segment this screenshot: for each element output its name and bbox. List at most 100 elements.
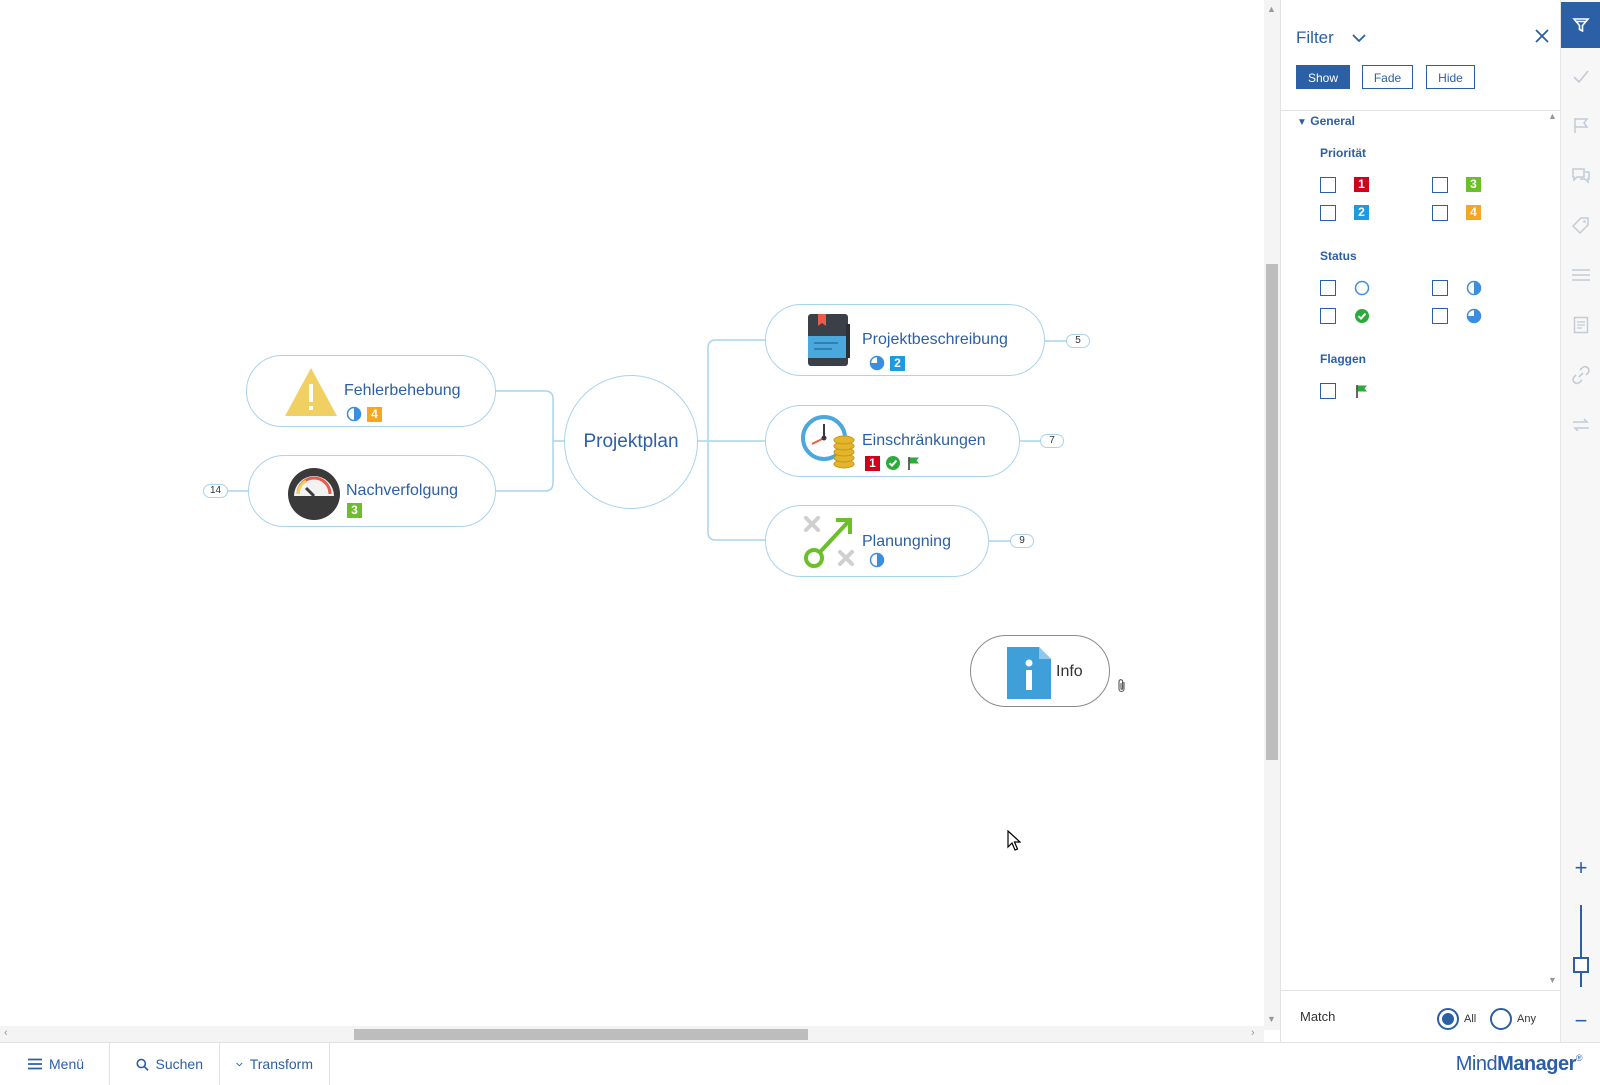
flag-green-icon: [908, 457, 919, 470]
relationship-icon: [1573, 418, 1589, 432]
task-tool-button[interactable]: [1561, 53, 1600, 99]
map-canvas[interactable]: Projektplan Fehlerbehebung 4 Nachverfolg…: [0, 0, 1264, 1040]
comments-tool-button[interactable]: [1561, 152, 1600, 198]
topic-label: Nachverfolgung: [346, 482, 459, 499]
mode-hide-button[interactable]: Hide: [1426, 65, 1475, 89]
notes-icon: [1573, 316, 1589, 334]
status-complete-icon: [1355, 309, 1369, 323]
topic-planungning[interactable]: Planungning: [765, 505, 989, 577]
child-count-badge[interactable]: 9: [1010, 534, 1034, 548]
central-topic[interactable]: Projektplan: [564, 375, 698, 509]
match-any-label: Any: [1517, 1013, 1536, 1025]
filter-panel: Filter Show Fade Hide ▼ General Prioritä…: [1280, 0, 1561, 1042]
status-three-quarter-icon: [869, 355, 885, 371]
topic-projektbeschreibung[interactable]: Projektbeschreibung 2: [765, 304, 1045, 376]
transform-label: Transform: [249, 1056, 313, 1072]
central-topic-label: Projektplan: [583, 431, 679, 452]
menu-label: Menü: [49, 1056, 85, 1072]
mouse-cursor-icon: [1007, 830, 1021, 851]
scroll-down-icon[interactable]: ▼: [1267, 1014, 1276, 1024]
triangle-down-icon: ▼: [1297, 117, 1307, 128]
mode-show-button[interactable]: Show: [1296, 65, 1350, 89]
search-button[interactable]: Suchen: [120, 1043, 220, 1085]
chevron-down-icon[interactable]: [1352, 33, 1366, 43]
scroll-thumb[interactable]: [1266, 264, 1278, 760]
scroll-up-icon[interactable]: ▲: [1548, 111, 1557, 121]
mindmanager-logo: MindManager®: [1455, 1053, 1583, 1075]
filter-header: Filter Show Fade Hide: [1281, 0, 1561, 111]
filter-priority-2-checkbox[interactable]: [1320, 205, 1336, 221]
search-label: Suchen: [155, 1056, 203, 1072]
filter-priority-3-checkbox[interactable]: [1432, 177, 1448, 193]
match-any-radio[interactable]: [1490, 1008, 1512, 1030]
filter-status-empty-checkbox[interactable]: [1320, 280, 1336, 296]
scroll-thumb[interactable]: [354, 1029, 808, 1040]
status-half-icon: [1466, 280, 1482, 296]
warning-icon: [285, 368, 337, 416]
match-all-radio[interactable]: [1437, 1008, 1459, 1030]
child-count-badge[interactable]: 7: [1040, 434, 1064, 448]
match-label: Match: [1300, 1009, 1336, 1024]
tags-tool-button[interactable]: [1561, 202, 1600, 248]
floating-topic-info[interactable]: Info: [970, 635, 1110, 707]
filter-status-half-checkbox[interactable]: [1432, 280, 1448, 296]
scroll-down-icon[interactable]: ▼: [1548, 975, 1557, 985]
filter-flag-green-checkbox[interactable]: [1320, 383, 1336, 399]
zoom-out-button[interactable]: −: [1561, 998, 1600, 1044]
paperclip-icon[interactable]: [1116, 678, 1128, 694]
status-three-quarter-icon: [1466, 308, 1482, 324]
clock-coins-icon: [801, 415, 855, 469]
menu-button[interactable]: Menü: [12, 1043, 110, 1085]
scroll-left-icon[interactable]: ‹: [4, 1027, 8, 1039]
filter-icon: [1572, 18, 1590, 33]
priority-3-icon: 3: [347, 503, 362, 518]
filter-status-complete-checkbox[interactable]: [1320, 308, 1336, 324]
links-tool-button[interactable]: [1561, 352, 1600, 398]
link-icon: [1572, 365, 1590, 385]
topic-label: Projektbeschreibung: [862, 331, 1008, 348]
chevron-down-icon: [236, 1062, 243, 1066]
markers-tool-button[interactable]: [1561, 102, 1600, 148]
canvas-vertical-scrollbar[interactable]: ▲ ▼: [1264, 0, 1280, 1030]
section-general-label: General: [1310, 114, 1355, 128]
zoom-slider-handle[interactable]: [1573, 957, 1589, 973]
bottom-toolbar: Menü Suchen Transform MindManager®: [0, 1042, 1600, 1085]
info-document-icon: [1007, 647, 1051, 699]
close-icon[interactable]: [1535, 29, 1549, 43]
topic-label: Planungning: [862, 533, 951, 550]
canvas-horizontal-scrollbar[interactable]: ‹ ›: [0, 1026, 1264, 1042]
scroll-up-icon[interactable]: ▲: [1267, 4, 1276, 14]
scroll-right-icon[interactable]: ›: [1251, 1027, 1255, 1039]
zoom-slider-track[interactable]: [1580, 905, 1582, 987]
filter-panel-scrollbar[interactable]: ▲ ▼: [1545, 111, 1561, 991]
topic-fehlerbehebung[interactable]: Fehlerbehebung 4: [246, 355, 496, 427]
transform-button[interactable]: Transform: [220, 1043, 330, 1085]
topic-label: Fehlerbehebung: [344, 382, 461, 399]
filter-priority-4-checkbox[interactable]: [1432, 205, 1448, 221]
priority-2-icon: 2: [1354, 205, 1369, 220]
filter-status-three-quarter-checkbox[interactable]: [1432, 308, 1448, 324]
status-empty-icon: [1354, 280, 1370, 296]
section-general-toggle[interactable]: ▼ General: [1297, 114, 1355, 128]
status-half-icon: [869, 552, 885, 568]
outline-tool-button[interactable]: [1561, 252, 1600, 298]
filter-title[interactable]: Filter: [1296, 28, 1334, 47]
priority-1-icon: 1: [1354, 177, 1369, 192]
filter-tool-button[interactable]: [1561, 2, 1600, 48]
zoom-in-button[interactable]: +: [1561, 845, 1600, 891]
search-icon: [136, 1058, 149, 1071]
filter-body: ▼ General Priorität 1 3 2 4 Status: [1281, 111, 1561, 991]
child-count-badge[interactable]: 14: [203, 484, 229, 498]
mode-fade-button[interactable]: Fade: [1362, 65, 1413, 89]
group-status-title: Status: [1320, 249, 1357, 263]
child-count-badge[interactable]: 5: [1066, 334, 1090, 348]
relationship-tool-button[interactable]: [1561, 402, 1600, 448]
match-all-label: All: [1464, 1013, 1477, 1025]
topic-nachverfolgung[interactable]: Nachverfolgung 3: [248, 455, 496, 527]
topic-label: Einschränkungen: [862, 432, 986, 449]
topic-einschraenkungen[interactable]: Einschränkungen 1: [765, 405, 1020, 477]
status-complete-icon: [886, 456, 900, 470]
notes-tool-button[interactable]: [1561, 302, 1600, 348]
filter-priority-1-checkbox[interactable]: [1320, 177, 1336, 193]
flag-icon: [1574, 118, 1589, 133]
